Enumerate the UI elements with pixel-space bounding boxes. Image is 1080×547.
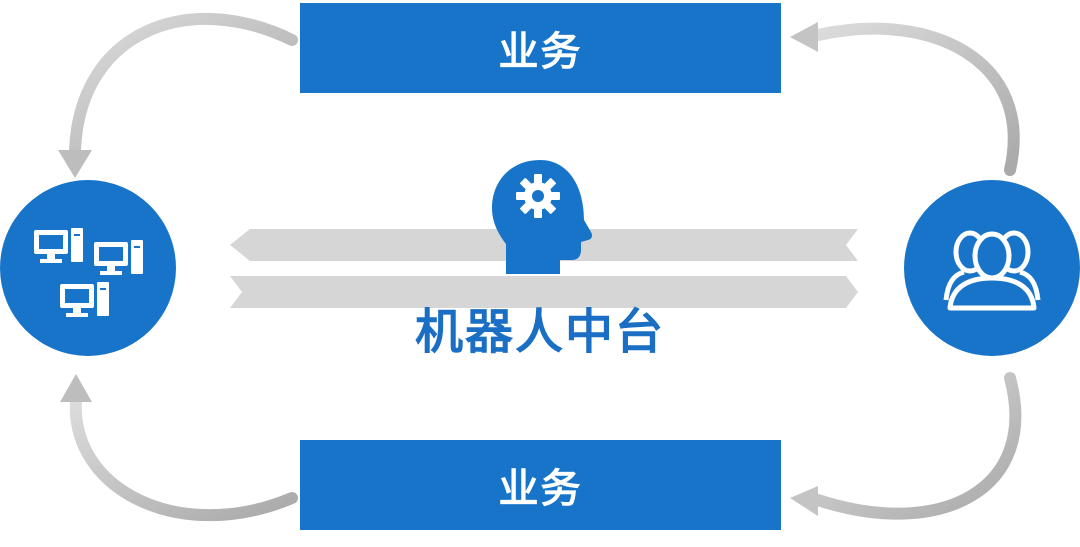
arrow-top-left (69, 13, 298, 156)
business-box-bottom: 业务 (300, 440, 781, 530)
left-node-circle (0, 180, 176, 356)
computers-network-icon (34, 228, 143, 317)
arrow-bottom-left (69, 394, 298, 522)
business-box-top-label: 业务 (498, 29, 583, 75)
arrow-bottom-left-head (60, 374, 92, 402)
band-right-arrow (230, 276, 858, 308)
arrow-top-right-head (790, 22, 818, 52)
arrow-top-left-head (58, 150, 92, 178)
users-group-icon (943, 230, 1041, 311)
business-box-bottom-label: 业务 (498, 466, 583, 512)
arrow-top-right (812, 22, 1020, 176)
arrow-bottom-right (812, 372, 1022, 520)
head-gear-icon (492, 160, 592, 274)
arrow-bottom-right-head (790, 486, 818, 516)
center-title: 机器人中台 (414, 304, 665, 360)
business-box-top: 业务 (300, 3, 781, 93)
right-node-circle (904, 180, 1080, 356)
